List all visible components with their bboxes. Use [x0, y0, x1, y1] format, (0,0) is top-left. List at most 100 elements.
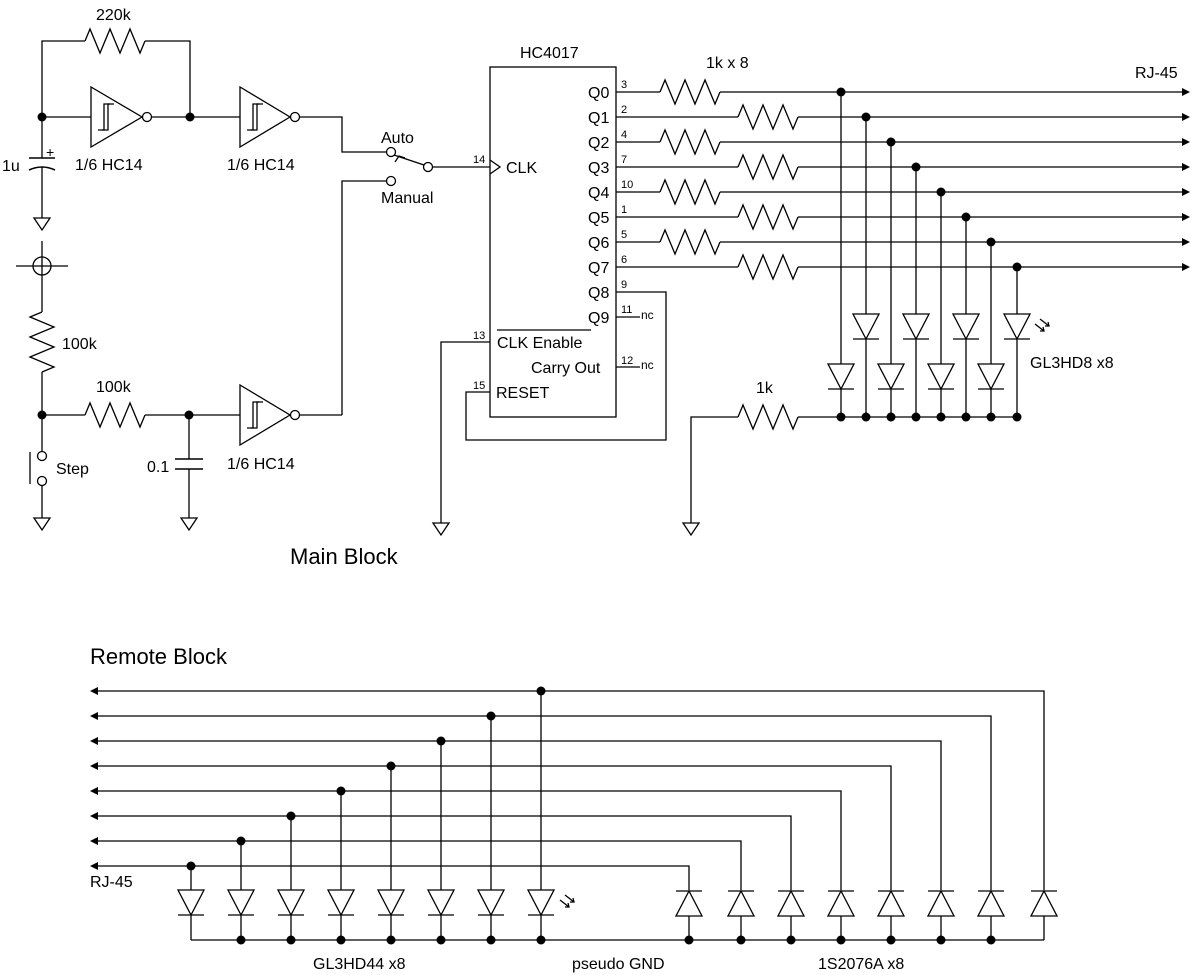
diode [827, 363, 855, 390]
switch-auto-label: Auto [381, 130, 414, 147]
carry-out-nc: nc [641, 358, 654, 372]
ground-symbol [180, 509, 198, 531]
ground-symbol [33, 509, 51, 531]
diode [777, 890, 805, 917]
output-pin-q4: 10 [621, 179, 633, 191]
main-block: 220k 1/6 HC14 1/6 HC14 [2, 7, 1190, 569]
channel-q5 [616, 204, 1190, 422]
carry-out-label: Carry Out [531, 360, 601, 377]
diode [877, 890, 905, 917]
wire [98, 840, 742, 890]
reset-pin: 15 [473, 380, 485, 392]
wire [98, 865, 690, 890]
diode [675, 890, 703, 917]
arrow-icon [90, 862, 98, 870]
wire [98, 765, 892, 890]
remote-channel-0 [90, 861, 703, 945]
remote-channels [90, 686, 1058, 945]
channel-q7 [616, 254, 1190, 422]
diode [877, 363, 905, 390]
switch-manual-label: Manual [381, 190, 433, 207]
output-pin-q7: 6 [621, 254, 627, 266]
counter-name: HC4017 [520, 45, 579, 62]
arrow-icon [90, 787, 98, 795]
vcc-terminal [16, 241, 68, 291]
ground-symbol [432, 514, 450, 536]
resistor-1k [737, 254, 799, 280]
channel-q6 [616, 229, 1190, 422]
main-block-title: Main Block [290, 544, 399, 569]
arrow-icon [90, 687, 98, 695]
arrow-icon [1182, 113, 1190, 121]
schmitt-inverter-2 [239, 85, 301, 149]
arrow-icon [1182, 163, 1190, 171]
channel-q3 [616, 154, 1190, 422]
series-resistor-label: 100k [96, 379, 132, 396]
arrow-icon [90, 837, 98, 845]
wire [98, 790, 842, 890]
output-pin-q3: 7 [621, 154, 627, 166]
pullup-resistor-label: 100k [62, 336, 98, 353]
diode [927, 363, 955, 390]
arrow-icon [90, 712, 98, 720]
channel-q2 [616, 129, 1190, 422]
led [227, 889, 255, 916]
remote-block-title: Remote Block [90, 644, 228, 669]
clk-enable-label: CLK Enable [497, 335, 582, 352]
arrow-icon [90, 737, 98, 745]
resistor-series-100k [84, 402, 146, 428]
diode [902, 313, 930, 340]
rj45-label: RJ-45 [1135, 65, 1178, 82]
inverter-2-label: 1/6 HC14 [227, 157, 295, 174]
arrow-icon [1182, 138, 1190, 146]
resistor-1k [659, 129, 721, 155]
clk-pin: 14 [473, 154, 485, 166]
channel-q0 [616, 79, 1190, 422]
led [1003, 313, 1031, 340]
output-pin-q9: 11 [621, 304, 632, 316]
output-pin-q2: 4 [621, 129, 627, 141]
led [177, 889, 205, 916]
led [477, 889, 505, 916]
remote-channel-6 [90, 711, 1005, 945]
capacitor-1u-label: 1u [2, 158, 20, 175]
diode-array-label: 1S2076A x8 [818, 956, 904, 973]
output-pin-q5: 1 [621, 204, 627, 216]
output-pin-q0: 3 [621, 79, 627, 91]
output-pin-q1: 2 [621, 104, 627, 116]
led-emission-icon [559, 894, 575, 908]
resistor-1k [737, 404, 799, 430]
diode [1030, 890, 1058, 917]
resistor-1k [737, 204, 799, 230]
arrow-icon [1182, 263, 1190, 271]
remote-channel-3 [90, 786, 855, 945]
schmitt-inverter-1 [90, 85, 153, 149]
resistor-pullup-100k [29, 311, 55, 373]
q9-nc-label: nc [641, 308, 654, 322]
arrow-icon [1182, 88, 1190, 96]
output-resistors-label: 1k x 8 [706, 55, 749, 72]
inverter-1-label: 1/6 HC14 [75, 157, 143, 174]
diode [727, 890, 755, 917]
capacitor-0-1 [175, 415, 203, 510]
diode [952, 313, 980, 340]
output-label-q4: Q4 [588, 185, 609, 202]
led-emission-icon [1034, 318, 1050, 332]
led-resistor-label: 1k [756, 380, 774, 397]
ground-symbol [33, 209, 51, 231]
output-label-q2: Q2 [588, 135, 609, 152]
schmitt-inverter-3 [239, 383, 301, 447]
carry-out-pin: 12 [621, 355, 633, 367]
pseudo-gnd-label: pseudo GND [572, 956, 665, 973]
remote-channel-1 [90, 836, 755, 945]
remote-channel-7 [90, 686, 1058, 945]
channel-q1 [616, 104, 1190, 422]
output-label-q9: Q9 [588, 310, 609, 327]
capacitor-1u [28, 117, 56, 210]
channel-q4 [616, 179, 1190, 422]
remote-block: Remote Block RJ-45 GL3HD44 x8 pseudo GND… [90, 644, 1058, 973]
oscillator: 220k 1/6 HC14 1/6 HC14 [2, 7, 386, 231]
wire [98, 715, 992, 890]
main-led-array-label: GL3HD8 x8 [1030, 355, 1114, 372]
inverter-3-label: 1/6 HC14 [227, 456, 295, 473]
